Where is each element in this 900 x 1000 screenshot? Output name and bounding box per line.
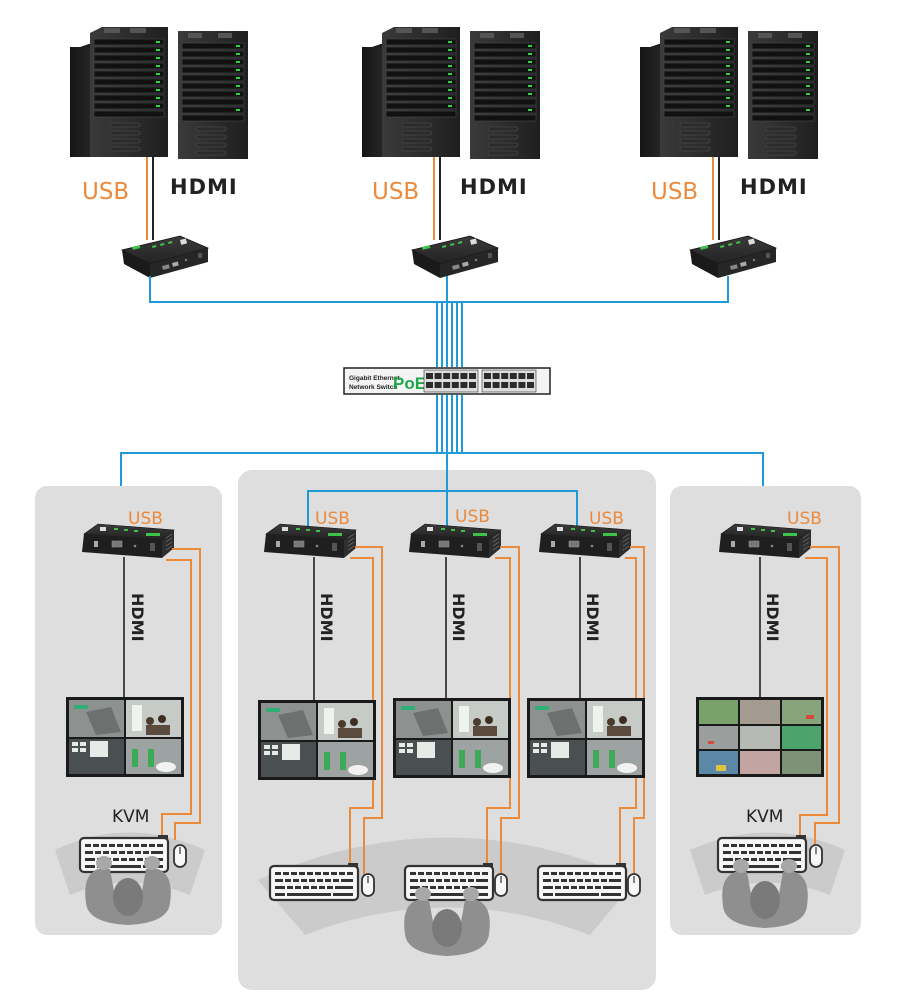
workstation-1-hdmi-label: HDMI <box>128 593 147 642</box>
monitor-icon <box>258 700 376 780</box>
ethernet-port-icon <box>527 382 534 388</box>
monitor-icon <box>527 698 645 778</box>
ethernet-port-icon <box>509 373 517 379</box>
server-2-usb-label: USB <box>372 179 419 205</box>
receiver-icon <box>408 523 502 559</box>
workstation-3-hdmi-label: HDMI <box>449 593 468 642</box>
workstation-1-kvm-label: KVM <box>112 807 149 827</box>
monitor-icon <box>696 697 824 777</box>
poe-badge: PoE <box>393 374 426 393</box>
workstation-4-usb-label: USB <box>589 509 624 529</box>
server-1-hdmi-label: HDMI <box>170 175 238 199</box>
workstation-1: USB HDMI KVM <box>66 509 201 925</box>
workstation-2: USB HDMI <box>258 509 383 902</box>
receiver-icon <box>538 523 632 559</box>
ethernet-port-icon <box>451 382 459 388</box>
transmitter-icon <box>121 235 209 279</box>
server-3-usb-label: USB <box>651 179 698 205</box>
network-switch: Gigabit Ethernet Network Switch PoE <box>343 367 551 395</box>
server-cables <box>146 157 720 240</box>
workstation-5-usb-label: USB <box>787 509 822 529</box>
ethernet-port-icon <box>518 382 526 388</box>
workstation-3: USB HDMI <box>393 507 520 956</box>
ethernet-port-icon <box>518 373 526 379</box>
server-rack-icon <box>639 26 819 160</box>
server-group-2 <box>361 26 541 160</box>
transmitter-icon <box>411 235 499 279</box>
server-3-hdmi-label: HDMI <box>740 175 808 199</box>
ethernet-port-icon <box>434 382 442 388</box>
monitor-icon <box>393 698 511 778</box>
server-group-1 <box>69 26 249 160</box>
workstation-4: USB HDMI <box>527 509 645 902</box>
server-rack-icon <box>69 26 249 160</box>
server-1-usb-label: USB <box>82 179 129 205</box>
workstation-1-usb-label: USB <box>128 509 163 529</box>
ethernet-port-icon <box>469 382 476 388</box>
ethernet-port-icon <box>484 373 491 379</box>
server-2-hdmi-label: HDMI <box>460 175 528 199</box>
workstation-2-hdmi-label: HDMI <box>317 593 336 642</box>
mouse-icon <box>173 844 187 868</box>
ethernet-port-icon <box>434 373 442 379</box>
ethernet-port-icon <box>469 373 476 379</box>
mouse-icon <box>809 844 823 868</box>
ethernet-port-icon <box>426 373 433 379</box>
mouse-icon <box>361 873 375 897</box>
ethernet-port-icon <box>492 373 500 379</box>
ethernet-port-icon <box>527 373 534 379</box>
switch-label-line1: Gigabit Ethernet <box>349 375 400 382</box>
server-rack-icon <box>361 26 541 160</box>
mouse-icon <box>494 873 508 897</box>
ethernet-port-icon <box>509 382 517 388</box>
mouse-icon <box>627 873 641 897</box>
workstation-2-usb-label: USB <box>315 509 350 529</box>
ethernet-port-icon <box>443 373 451 379</box>
workstation-3-usb-label: USB <box>455 507 490 527</box>
receiver-icon <box>263 523 357 559</box>
receiver-icon <box>718 523 812 559</box>
ethernet-port-icon <box>501 382 509 388</box>
switch-label-line2: Network Switch <box>349 384 397 391</box>
server-group-3 <box>639 26 819 160</box>
transmitter-icon <box>689 235 777 279</box>
workstation-4-hdmi-label: HDMI <box>583 593 602 642</box>
ethernet-port-icon <box>443 382 451 388</box>
workstation-5: USB HDMI KVM <box>696 509 840 928</box>
switch-ports <box>423 369 537 393</box>
keyboard-icon <box>536 861 628 902</box>
ethernet-port-icon <box>492 382 500 388</box>
ethernet-port-icon <box>484 382 491 388</box>
workstation-5-kvm-label: KVM <box>746 807 783 827</box>
network-cables-top <box>149 276 729 367</box>
workstation-5-hdmi-label: HDMI <box>763 593 782 642</box>
ethernet-port-icon <box>460 373 468 379</box>
ethernet-port-icon <box>426 382 433 388</box>
ethernet-port-icon <box>460 382 468 388</box>
ethernet-port-icon <box>451 373 459 379</box>
receiver-icon <box>81 523 175 559</box>
monitor-icon <box>66 697 184 777</box>
ethernet-port-icon <box>501 373 509 379</box>
keyboard-icon <box>268 861 360 902</box>
